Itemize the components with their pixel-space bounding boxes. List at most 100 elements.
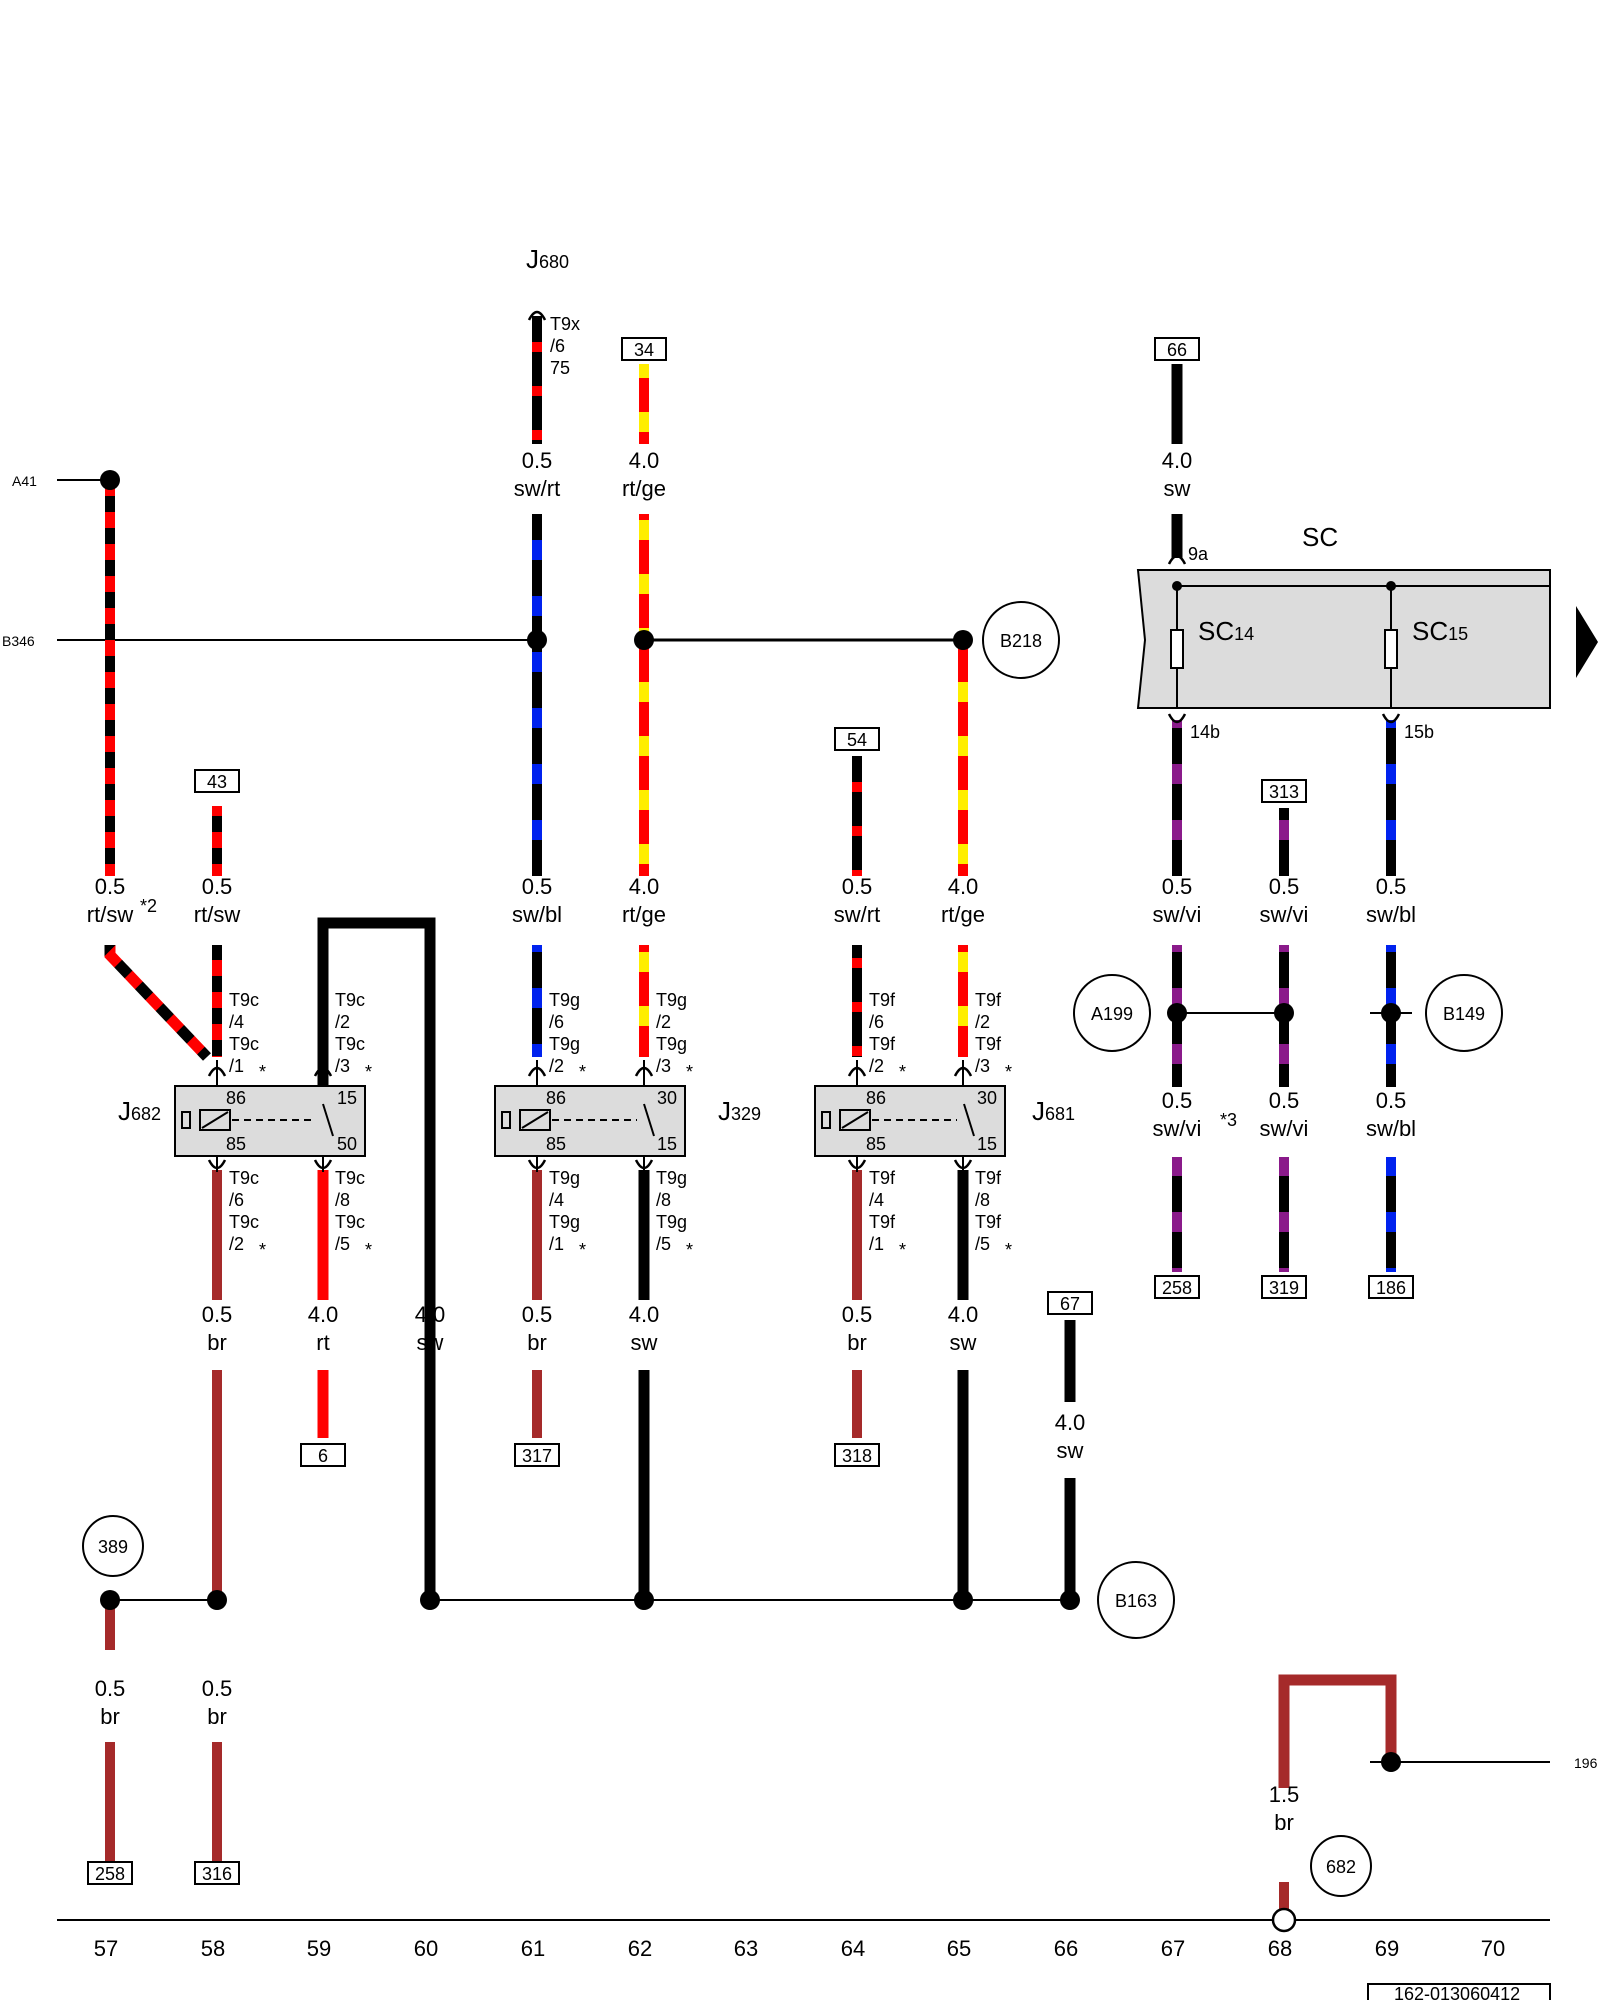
reference-circle — [982, 601, 1060, 679]
wire-color-label: rt — [316, 1330, 329, 1355]
column-number: 65 — [947, 1936, 971, 1961]
wire-size-label: 0.5 — [522, 448, 553, 473]
pin-label: /2 — [656, 1012, 671, 1032]
pin-label: /3 — [656, 1056, 671, 1076]
pin-label: T9f — [975, 1212, 1002, 1232]
wire-color-label: sw/vi — [1153, 902, 1202, 927]
wire-color-label: rt/sw — [194, 902, 241, 927]
pin-label: T9f — [975, 1168, 1002, 1188]
column-number: 68 — [1268, 1936, 1292, 1961]
reference-number: 313 — [1269, 782, 1299, 802]
junction-dot — [1381, 1003, 1401, 1023]
reference-number: 316 — [202, 1864, 232, 1884]
wire-color-label: sw — [1164, 476, 1191, 501]
wire-j682-loop — [317, 917, 436, 1600]
relay-j682-switch — [322, 1103, 334, 1137]
connector-symbol — [527, 1066, 547, 1077]
junction-dot — [953, 1590, 973, 1610]
pin-14b: 14b — [1190, 722, 1220, 742]
connector-symbol — [634, 1159, 654, 1170]
pin-label: /4 — [229, 1012, 244, 1032]
wire-size-label: 0.5 — [95, 1676, 126, 1701]
relay-term: 86 — [226, 1088, 246, 1108]
pin-label: T9c — [229, 1212, 259, 1232]
pin-label: T9f — [975, 1034, 1002, 1054]
reference-circle-label: 389 — [98, 1537, 128, 1557]
side-ref-196: 196 — [1574, 1755, 1598, 1771]
pin-label: /6 — [229, 1190, 244, 1210]
wire-size-label: 4.0 — [1055, 1410, 1086, 1435]
side-ref-a41: A41 — [12, 473, 37, 489]
pin-label: T9g — [549, 1034, 580, 1054]
relay-j681-label: J681 — [1032, 1096, 1075, 1126]
wire-color-label: br — [207, 1704, 227, 1729]
pin-label: /8 — [975, 1190, 990, 1210]
reference-number: 258 — [95, 1864, 125, 1884]
reference-box — [300, 1443, 346, 1467]
junction-dot — [1167, 1003, 1187, 1023]
wire-segment — [638, 1370, 650, 1600]
wire-size-label: 0.5 — [1376, 1088, 1407, 1113]
column-number: 62 — [628, 1936, 652, 1961]
connector-symbol — [527, 310, 547, 321]
wire-segment — [212, 1742, 222, 1866]
wire-segment — [852, 756, 862, 876]
wire-segment — [212, 806, 222, 876]
junction-dot — [634, 1590, 654, 1610]
wire-size-label: 0.5 — [1376, 874, 1407, 899]
wire-segment — [1279, 808, 1289, 876]
relay-j681-switch — [963, 1103, 975, 1137]
pin-label: /2 — [975, 1012, 990, 1032]
wire-segment — [532, 945, 542, 1057]
wire-color-label: rt/ge — [622, 902, 666, 927]
pin-label: T9g — [656, 1034, 687, 1054]
wire-color-label: sw/vi — [1260, 902, 1309, 927]
wire-color-label: sw/bl — [512, 902, 562, 927]
wire-size-label: 0.5 — [1269, 874, 1300, 899]
connector-symbol — [953, 1159, 973, 1170]
pin-star: * — [365, 1062, 372, 1082]
sc-bus-dot — [1386, 581, 1396, 591]
reference-number: 34 — [634, 340, 654, 360]
reference-circle-label: B149 — [1443, 1004, 1485, 1024]
wire-color-label: br — [527, 1330, 547, 1355]
pin-star: * — [686, 1240, 693, 1260]
wire-size-label: 0.5 — [202, 874, 233, 899]
sc-panel — [1136, 569, 1551, 709]
pin-label: T9c — [229, 1168, 259, 1188]
wire-segment — [532, 1170, 542, 1300]
wire-segment — [852, 1370, 862, 1438]
relay-j682-label: J682 — [118, 1096, 161, 1126]
wire-segment — [532, 1370, 542, 1438]
junction-dot — [1060, 1590, 1080, 1610]
wire-segment — [639, 945, 649, 1057]
pin-star: * — [259, 1240, 266, 1260]
sc14-label: SC14 — [1198, 616, 1254, 646]
relay-term: 15 — [657, 1134, 677, 1154]
connector-symbol — [634, 1066, 654, 1077]
wire-size-label: 4.0 — [948, 874, 979, 899]
wire-size-label: 0.5 — [95, 874, 126, 899]
wire-segment — [532, 514, 542, 876]
wire-color-label: sw — [950, 1330, 977, 1355]
relay-j682-coil-icon — [181, 1109, 231, 1131]
pin-label: 75 — [550, 358, 570, 378]
connector-symbol — [1167, 554, 1187, 565]
sc15-label: SC15 — [1412, 616, 1468, 646]
column-number: 63 — [734, 1936, 758, 1961]
relay-term: 30 — [977, 1088, 997, 1108]
wire-color-label: br — [1274, 1810, 1294, 1835]
wire-segment — [1172, 720, 1182, 876]
wire-segment — [105, 1600, 115, 1650]
column-number: 66 — [1054, 1936, 1078, 1961]
wire-segment — [958, 640, 968, 876]
wire-color-label: rt/sw — [87, 902, 134, 927]
pin-label: T9g — [656, 990, 687, 1010]
relay-j682: J682 86 85 15 50 — [118, 1085, 366, 1157]
pin-label: /2 — [869, 1056, 884, 1076]
wire-segment — [1172, 1157, 1182, 1272]
junction-dot — [100, 470, 120, 490]
wire-size-label: 0.5 — [1162, 874, 1193, 899]
